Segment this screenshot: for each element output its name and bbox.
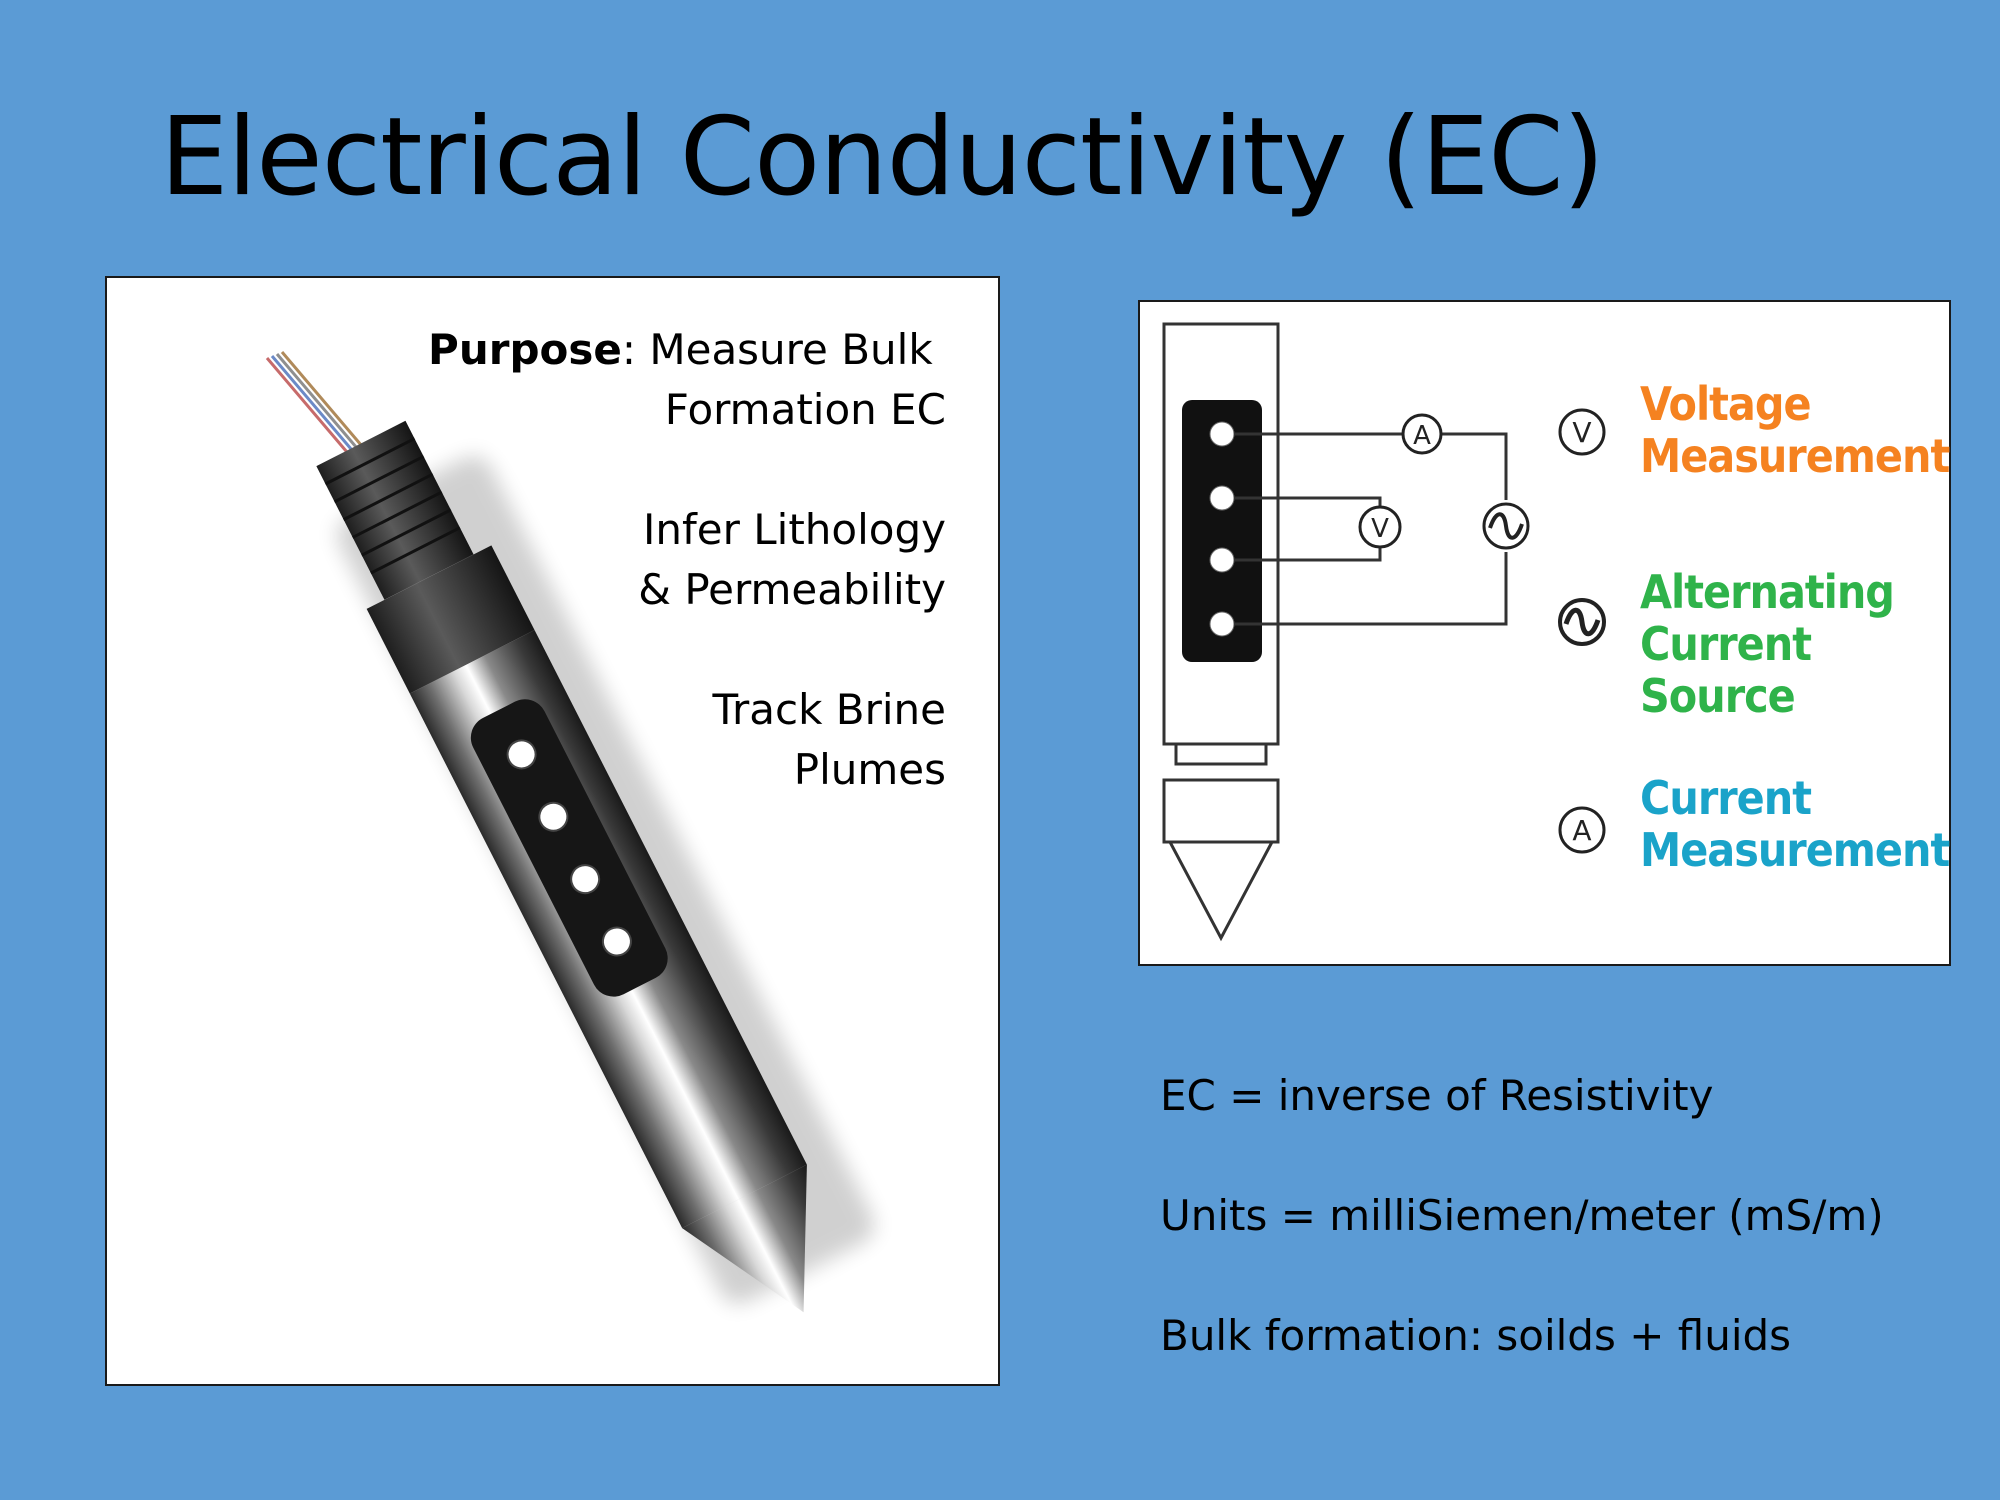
legend-alternating-current: Alternating Current Source (1640, 565, 1895, 723)
purpose-label: Purpose (428, 325, 622, 374)
legend-current: Current Measurement (1640, 771, 1950, 877)
svg-text:V: V (1572, 416, 1591, 449)
slide-title: Electrical Conductivity (EC) (160, 95, 1605, 220)
note-ec-definition: EC = inverse of Resistivity (1160, 1071, 1714, 1120)
ammeter-symbol (1401, 413, 1443, 455)
electrode-2 (1209, 485, 1235, 511)
electrode-strip (1182, 400, 1262, 662)
electrode-1 (1209, 421, 1235, 447)
note-bulk-formation: Bulk formation: soilds + fluids (1160, 1311, 1792, 1360)
voltmeter-symbol (1358, 505, 1402, 549)
infer-line1: Infer Lithology (643, 505, 946, 554)
infer-line2: & Permeability (638, 565, 946, 614)
electrode-3 (1209, 547, 1235, 573)
ec-probe-image (265, 351, 875, 1313)
purpose-text-line1: : Measure Bulk (621, 325, 933, 374)
circuit-diagram-panel: A V V A Voltage Measurement Alternating … (1138, 300, 1951, 966)
purpose-text: Purpose: Measure Bulk Formation EC Infer… (428, 320, 946, 860)
track-line2: Plumes (793, 745, 946, 794)
electrode-4 (1209, 611, 1235, 637)
probe-photo-panel: Purpose: Measure Bulk Formation EC Infer… (105, 276, 1000, 1386)
purpose-text-line2: Formation EC (664, 385, 946, 434)
probe-circuit-diagram: A V V A (1162, 322, 1606, 942)
notes-block: EC = inverse of Resistivity Units = mill… (1160, 1066, 1884, 1426)
legend-ammeter-icon (1558, 806, 1606, 854)
voltmeter-label: V (1371, 514, 1389, 544)
probe-cable (265, 351, 369, 459)
svg-text:A: A (1572, 814, 1591, 847)
legend-voltmeter-icon (1558, 408, 1606, 456)
legend-voltage: Voltage Measurement (1640, 377, 1950, 483)
ammeter-label: A (1413, 421, 1431, 451)
track-line1: Track Brine (712, 685, 946, 734)
note-units: Units = milliSiemen/meter (mS/m) (1160, 1191, 1884, 1240)
